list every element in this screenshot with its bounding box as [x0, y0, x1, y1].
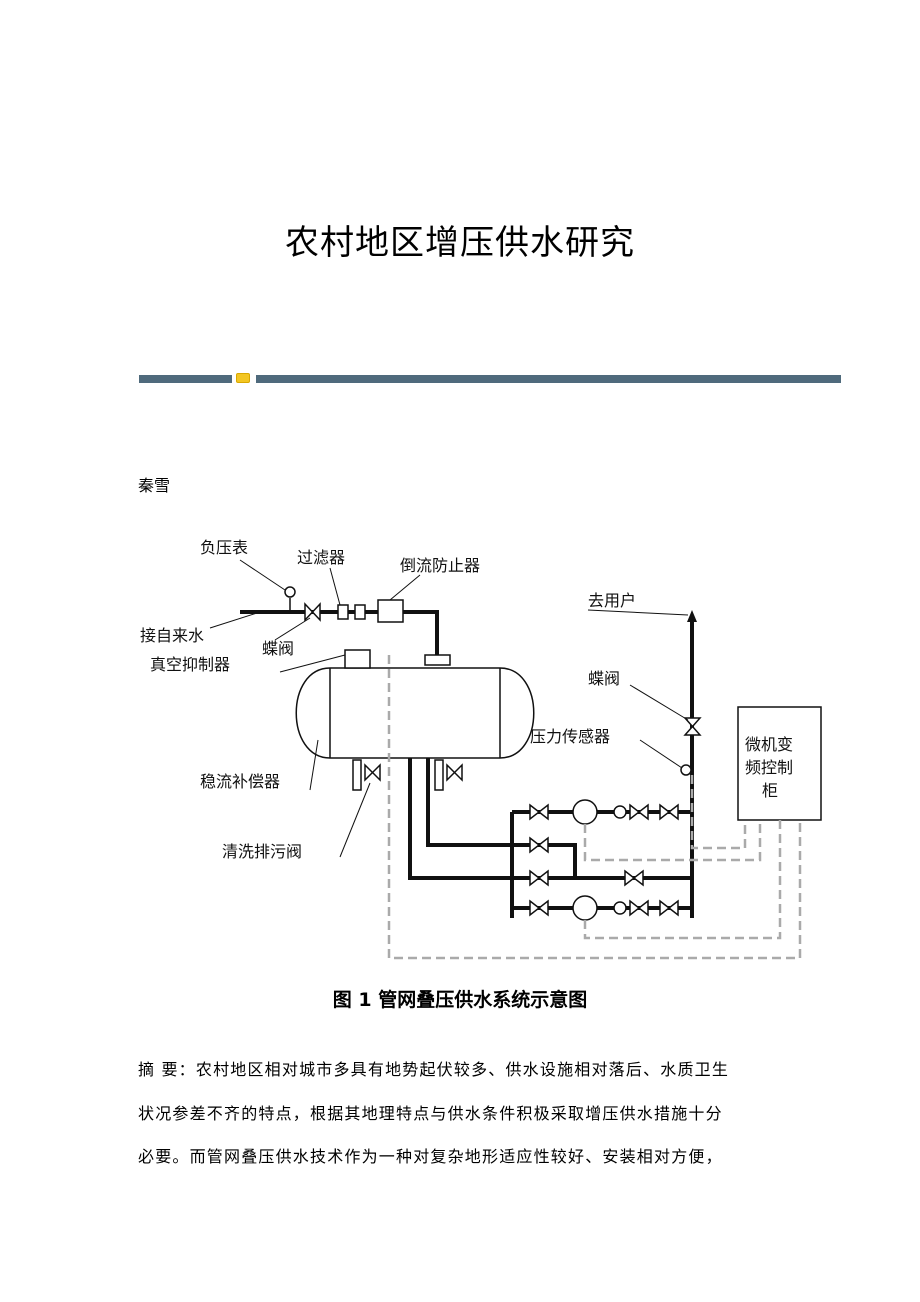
gauge-icon [284, 586, 296, 598]
label-butterfly-valve-left: 蝶阀 [262, 639, 294, 658]
outlet-pipe-1 [408, 758, 692, 880]
label-vacuum-suppressor: 真空抑制器 [150, 655, 230, 674]
title-divider-left [139, 375, 232, 383]
label-butterfly-valve-right: 蝶阀 [588, 669, 620, 688]
label-vacuum-gauge: 负压表 [200, 538, 248, 557]
outlet-pipe-2 [426, 758, 577, 878]
control-cabinet [737, 706, 822, 821]
pump-icon [572, 799, 598, 825]
label-filter: 过滤器 [297, 548, 345, 567]
label-drain-valve: 清洗排污阀 [222, 842, 302, 861]
pump-icon [572, 895, 598, 921]
abstract-line: 状况参差不齐的特点，根据其地理特点与供水条件积极采取增压供水措施十分 [138, 1104, 723, 1123]
figure-caption: 图 1 管网叠压供水系统示意图 [332, 989, 588, 1011]
tank [295, 667, 535, 759]
label-control-cabinet-1: 微机变 [745, 735, 793, 754]
author: 秦雪 [138, 476, 171, 495]
pressure-sensor-icon [680, 764, 692, 776]
abstract-line: 必要。而管网叠压供水技术作为一种对复杂地形适应性较好、安装相对方便， [138, 1147, 723, 1166]
abstract-line: 摘 要：农村地区相对城市多具有地势起伏较多、供水设施相对落后、水质卫生 [138, 1060, 730, 1079]
backflow-preventer-icon [377, 599, 404, 623]
valve-icon [304, 602, 321, 622]
butterfly-valve-icon [683, 717, 702, 736]
label-from-tap-water: 接自来水 [140, 626, 204, 645]
document-title: 农村地区增压供水研究 [285, 223, 635, 263]
label-flow-compensator: 稳流补偿器 [200, 772, 280, 791]
label-backflow-preventer: 倒流防止器 [400, 556, 480, 575]
label-control-cabinet-2: 频控制 [745, 758, 793, 777]
label-pressure-sensor: 压力传感器 [530, 727, 610, 746]
label-to-users: 去用户 [588, 591, 636, 610]
arrow-up-icon [687, 610, 697, 622]
label-control-cabinet-3: 柜 [762, 781, 778, 800]
divider-badge-icon [236, 373, 250, 383]
vacuum-suppressor-icon [344, 649, 371, 669]
title-divider-right [256, 375, 841, 383]
